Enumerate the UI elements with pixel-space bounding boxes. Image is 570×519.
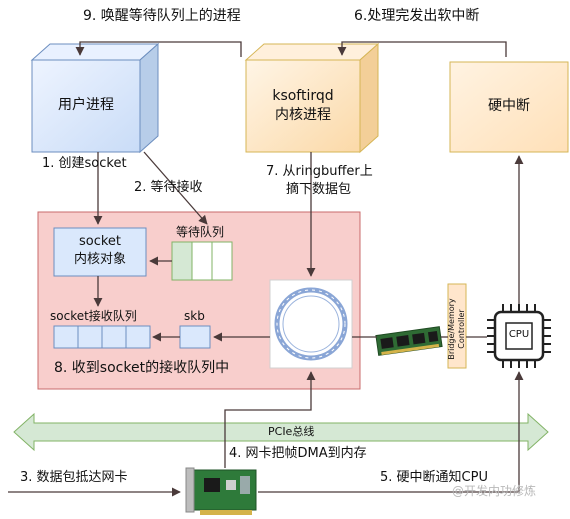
wait-queue-label: 等待队列: [176, 225, 225, 239]
arrow-wakeup: [75, 41, 242, 57]
bridge-box: [447, 283, 467, 369]
cpu-chip-icon: [487, 304, 551, 368]
arrow-softirq: [337, 41, 507, 57]
step-irq-notify: 5. 硬中断通知CPU: [380, 470, 488, 485]
pcie-bus-arrow: [13, 412, 549, 452]
hard-irq-label: 硬中断: [488, 98, 530, 114]
step-received-to-queue: 8. 收到socket的接收队列中: [54, 360, 230, 376]
ksoftirqd-label-1: ksoftirqd: [272, 88, 334, 104]
ksoftirqd-label-2: 内核进程: [275, 107, 331, 123]
label-wakeup: 9. 唤醒等待队列上的进程: [83, 8, 241, 24]
ringbuffer: [269, 279, 353, 369]
pcie-bus-label: PCIe总线: [268, 425, 315, 438]
step-nic-dma: 4. 网卡把帧DMA到内存: [229, 446, 367, 461]
user-process-label: 用户进程: [58, 97, 114, 113]
nic-card-icon: [185, 467, 257, 515]
arrow-irq-notify: [258, 371, 524, 493]
socket-object-label-2: 内核对象: [73, 252, 126, 267]
step-take-packet-2: 摘下数据包: [286, 182, 352, 197]
socket-object-label-1: socket: [78, 234, 122, 249]
step-wait-recv: 2. 等待接收: [134, 180, 203, 195]
arrow-nic-dma: [224, 371, 316, 468]
recv-queue-label: socket接收队列: [50, 309, 137, 323]
cpu-label: CPU: [508, 329, 530, 340]
wait-queue-cells: [171, 241, 233, 281]
watermark: @开发内功修炼: [452, 484, 537, 498]
memory-stick-icon: [375, 326, 443, 356]
recv-queue-cells: [53, 325, 151, 349]
arrow-wait-recv: [143, 151, 208, 225]
hard-irq-box: [449, 61, 569, 153]
skb-box: [179, 325, 211, 349]
step-packet-arrive: 3. 数据包抵达网卡: [20, 470, 128, 485]
bridge-label: Bridge/Memory Controller: [447, 298, 466, 360]
label-softirq: 6.处理完发出软中断: [354, 8, 480, 24]
step-create-socket: 1. 创建socket: [42, 156, 127, 171]
socket-object-box: [53, 227, 147, 277]
step-take-packet-1: 7. 从ringbuffer上: [266, 164, 373, 179]
user-process-box: [30, 42, 160, 154]
skb-label: skb: [184, 309, 205, 323]
